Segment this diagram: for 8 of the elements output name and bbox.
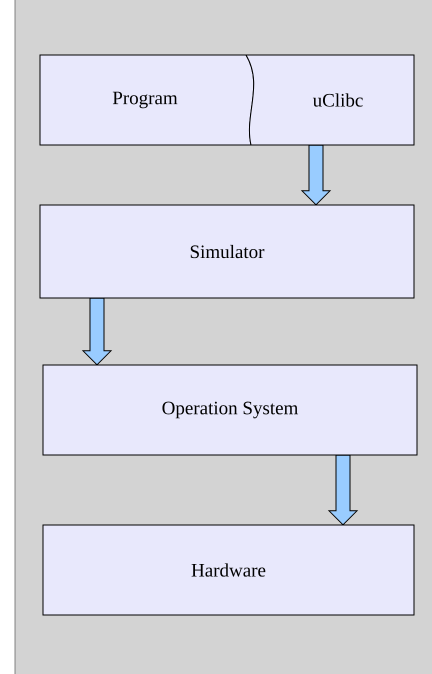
block-arrow [82,298,112,366]
process-box: Simulator [40,204,414,298]
process-box: uClibc [246,54,414,146]
block-arrow [328,454,358,526]
process-box: Program [40,54,254,146]
process-box: Hardware [42,524,414,616]
block-arrow [300,144,332,206]
process-box: Operation System [42,364,418,456]
